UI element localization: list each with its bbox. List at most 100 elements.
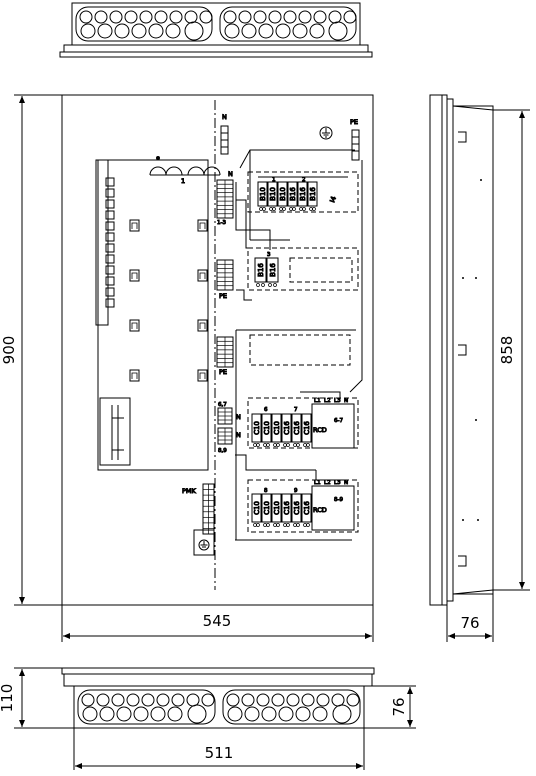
gland-hole: [343, 10, 357, 24]
breaker-rating: B16: [309, 187, 317, 201]
terminal: [105, 232, 115, 242]
gland-hole: [96, 693, 110, 707]
gland-hole: [114, 23, 130, 39]
gland-hole: [199, 10, 213, 24]
relay-symbols: [129, 219, 208, 382]
gland-hole: [224, 23, 240, 39]
rcd-body: [311, 403, 355, 449]
range-6-7-label: 6-7: [334, 418, 343, 424]
gland-hole: [271, 693, 285, 707]
dimension-110-label: 110: [0, 684, 16, 713]
gland-hole: [295, 706, 311, 722]
gland-hole: [261, 706, 277, 722]
breaker: [281, 493, 292, 523]
breaker-rating: B10: [269, 187, 277, 201]
top-view: [59, 2, 373, 58]
top-gland-holes: [75, 6, 357, 42]
relay-icon: [129, 319, 140, 332]
breaker-terminal: [256, 523, 260, 527]
breaker: [307, 181, 318, 207]
bottom-flange: [63, 673, 373, 687]
gland-hole: [97, 23, 113, 39]
breaker-terminal: [256, 283, 260, 287]
cabinet-outline: [61, 94, 374, 606]
range-8-9-label: 8-9: [334, 497, 343, 503]
gland-hole: [171, 693, 185, 707]
phase-label: L1: [314, 398, 321, 404]
phase-label: L3: [334, 398, 341, 404]
gland-hole: [223, 10, 237, 24]
gland-hole: [148, 23, 164, 39]
col-1-label: 1: [272, 177, 276, 183]
top-flange: [63, 44, 369, 53]
breaker-terminal: [273, 443, 277, 447]
side-view: [429, 94, 494, 606]
spare-slot-2: [249, 334, 351, 366]
breaker-rating: C16: [303, 501, 311, 515]
breaker: [251, 493, 262, 523]
terminal: [105, 199, 115, 209]
dimension-545-label: 545: [203, 612, 232, 630]
dimension-76-bottom: [364, 685, 416, 729]
gland-hole: [184, 10, 198, 24]
front-view: 1 N PE N 1-3: [61, 94, 374, 606]
gland-hole: [82, 706, 98, 722]
gland-hole: [80, 23, 96, 39]
pmk-earth-icon: [198, 539, 210, 551]
gland-hole: [331, 693, 345, 707]
n-top-label: N: [222, 113, 227, 121]
din-terminal-strip: [95, 159, 109, 326]
gland-hole: [201, 693, 215, 707]
breaker: [257, 181, 268, 207]
phase-label: L3: [334, 480, 341, 486]
breaker-rating: C16: [283, 501, 291, 515]
gland-hole: [298, 10, 312, 24]
dimension-900: [14, 94, 62, 606]
gland-hole: [156, 693, 170, 707]
dimension-110: [14, 667, 74, 729]
gland-hole: [278, 706, 294, 722]
breaker-rating: B16: [289, 187, 297, 201]
transformer-label: 1: [181, 177, 185, 185]
gland-hole-large: [184, 21, 204, 41]
gland-hole: [94, 10, 108, 24]
gland-hole-large: [187, 704, 207, 724]
gland-panel: [219, 6, 357, 42]
n-block-label: N: [228, 170, 233, 178]
dimension-511: [73, 728, 365, 770]
breaker-terminal: [296, 443, 300, 447]
gland-hole: [238, 10, 252, 24]
gland-hole-large: [328, 21, 348, 41]
gland-hole: [139, 10, 153, 24]
breaker-terminal: [296, 523, 300, 527]
terminal-block-1-3-label: 1-3: [217, 220, 226, 226]
gland-hole: [169, 10, 183, 24]
breaker-terminal: [299, 207, 303, 211]
breaker-rating: C10: [253, 421, 261, 435]
gland-hole: [99, 706, 115, 722]
breaker: [277, 181, 288, 207]
gland-hole: [226, 693, 240, 707]
breaker-rating: C16: [293, 501, 301, 515]
breaker-terminal: [303, 443, 307, 447]
terminal: [105, 221, 115, 231]
gland-hole: [292, 23, 308, 39]
gland-hole: [81, 693, 95, 707]
col-7-label: 7: [294, 407, 298, 413]
breaker-terminal: [303, 523, 307, 527]
phase-label: N: [344, 398, 348, 404]
relay-icon: [129, 219, 140, 232]
gland-hole: [316, 693, 330, 707]
breaker-terminal: [312, 207, 316, 211]
terminal: [105, 265, 115, 275]
dimension-900-label: 900: [0, 336, 18, 365]
gland-hole: [150, 706, 166, 722]
gland-hole: [256, 693, 270, 707]
breaker-rating: C16: [293, 421, 301, 435]
relay-icon: [129, 269, 140, 282]
col-9-label: 9: [294, 488, 298, 494]
gland-hole: [286, 693, 300, 707]
